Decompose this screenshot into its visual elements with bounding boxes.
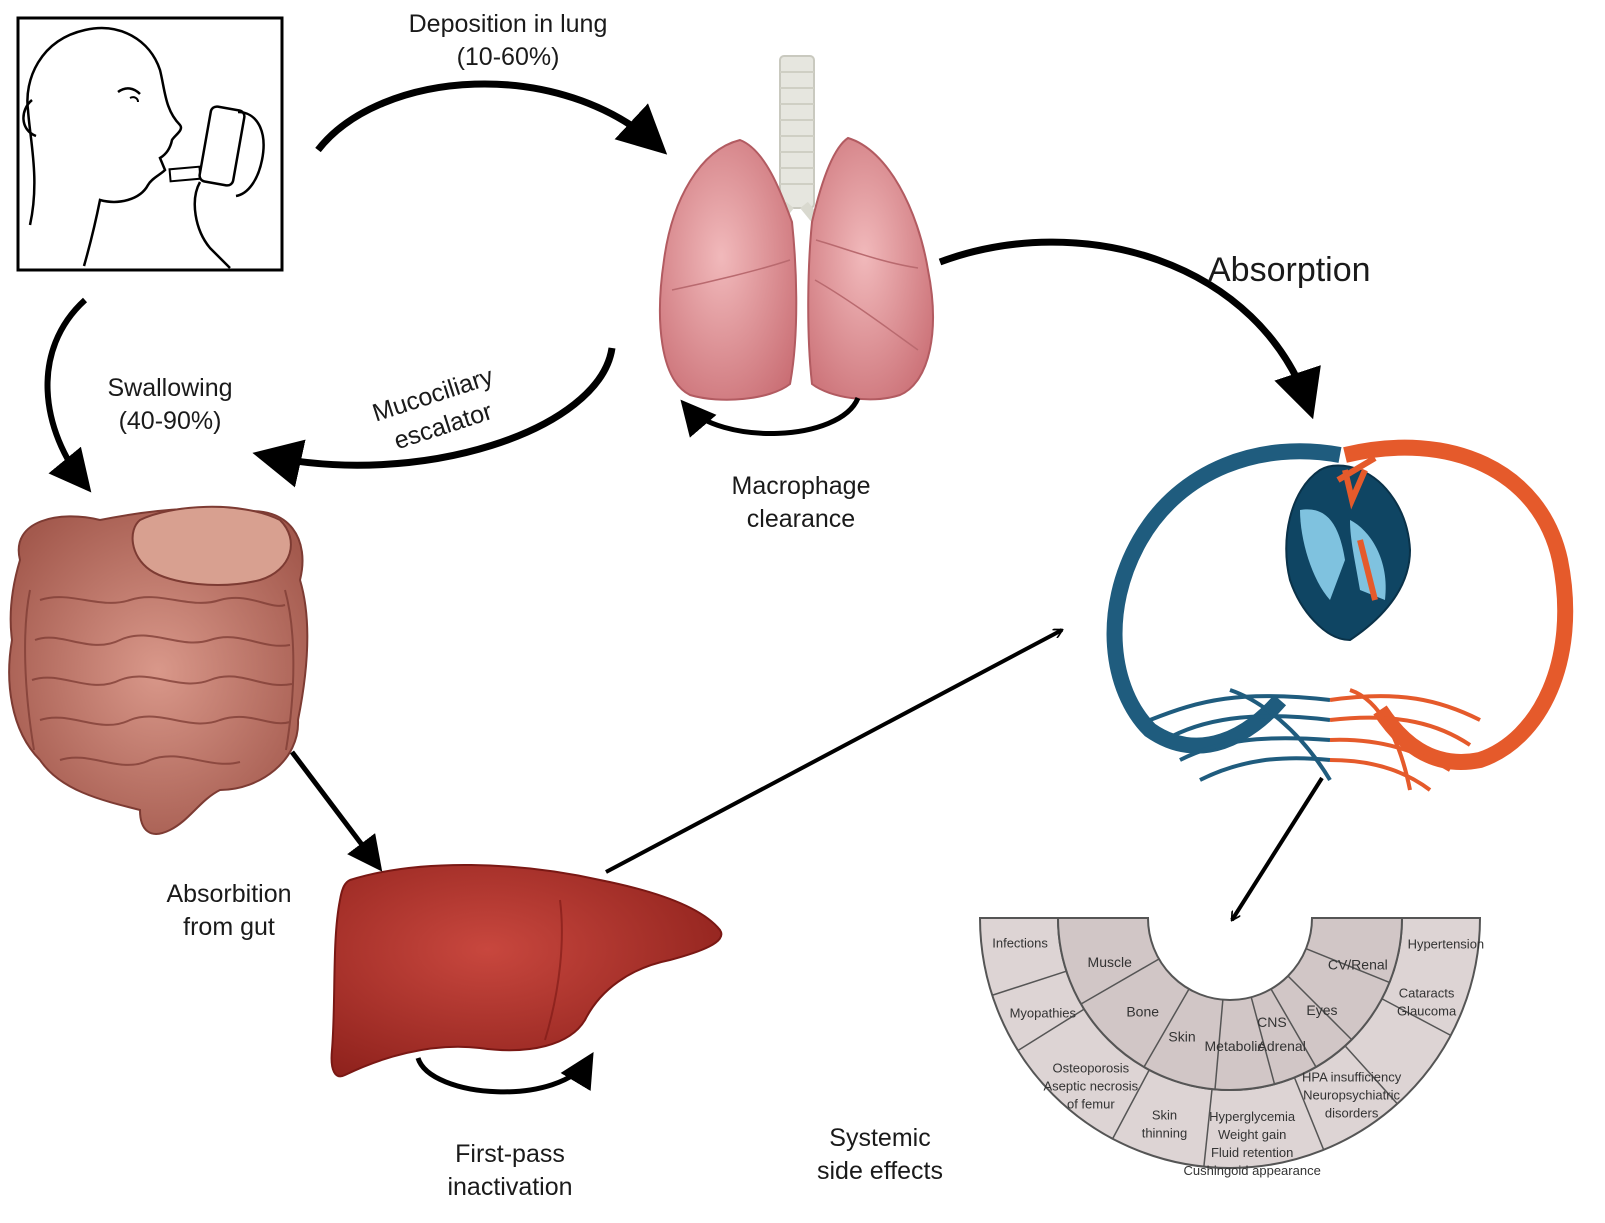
- label-macrophage: Macrophage clearance: [696, 470, 906, 535]
- wheel-outer-label: Glaucoma: [1397, 1003, 1457, 1018]
- wheel-outer-label: Hypertension: [1408, 936, 1485, 951]
- wheel-inner-label: Muscle: [1088, 954, 1133, 970]
- label-absorption-text: Absorption: [1208, 248, 1371, 292]
- circulation-illustration: [1115, 448, 1566, 790]
- wheel-inner-label: Eyes: [1306, 1002, 1337, 1018]
- gut-illustration: [9, 507, 307, 834]
- side-effects-wheel: MuscleBoneSkinMetabolicCNSAdrenalEyesCV/…: [980, 918, 1484, 1178]
- label-swallowing: Swallowing (40-90%): [80, 372, 260, 437]
- wheel-outer-label: Cataracts: [1399, 985, 1455, 1000]
- label-systemic-line2: side effects: [790, 1155, 970, 1188]
- arrow-deposition: [318, 84, 660, 150]
- label-swallowing-line1: Swallowing: [80, 372, 260, 405]
- wheel-outer-label: Neuropsychiatric: [1303, 1088, 1400, 1103]
- arrow-liver-to-circulation: [606, 630, 1062, 872]
- wheel-outer-label: Osteoporosis: [1053, 1061, 1130, 1076]
- inhaler-illustration: [18, 18, 282, 270]
- arrow-macrophage: [685, 398, 858, 434]
- wheel-outer-label: Weight gain: [1218, 1127, 1286, 1142]
- label-absorption: Absorption: [1208, 248, 1371, 292]
- label-macrophage-line1: Macrophage: [696, 470, 906, 503]
- wheel-outer-label: Infections: [992, 936, 1048, 951]
- wheel-outer-label: Aseptic necrosis: [1043, 1079, 1138, 1094]
- wheel-outer-label: Fluid retention: [1211, 1145, 1293, 1160]
- wheel-inner-label: CV/Renal: [1328, 957, 1388, 973]
- label-absorbition-line1: Absorbition: [134, 878, 324, 911]
- wheel-outer-label: Hyperglycemia: [1209, 1109, 1296, 1124]
- label-macrophage-line2: clearance: [696, 503, 906, 536]
- wheel-inner-label: Metabolic: [1205, 1038, 1265, 1054]
- label-swallowing-line2: (40-90%): [80, 405, 260, 438]
- label-first-pass: First-pass inactivation: [400, 1138, 620, 1203]
- wheel-outer-label: of femur: [1067, 1097, 1115, 1112]
- label-deposition: Deposition in lung (10-60%): [358, 8, 658, 73]
- label-first-pass-line2: inactivation: [400, 1171, 620, 1204]
- wheel-inner-label: Adrenal: [1258, 1038, 1306, 1054]
- wheel-inner-label: CNS: [1257, 1014, 1287, 1030]
- label-deposition-line1: Deposition in lung: [358, 8, 658, 41]
- arrow-gut-to-liver: [292, 752, 378, 866]
- arrow-circulation-to-effects: [1232, 778, 1322, 920]
- label-systemic: Systemic side effects: [790, 1122, 970, 1187]
- wheel-inner-label: Bone: [1126, 1004, 1159, 1020]
- wheel-outer-label: Cushingoid appearance: [1183, 1163, 1320, 1178]
- wheel-outer-label: thinning: [1142, 1126, 1188, 1141]
- arrow-first-pass: [418, 1058, 590, 1092]
- wheel-outer-label: Skin: [1152, 1108, 1177, 1123]
- liver-illustration: [332, 865, 722, 1076]
- wheel-outer-label: HPA insufficiency: [1302, 1070, 1402, 1085]
- label-absorbition-line2: from gut: [134, 911, 324, 944]
- wheel-outer-label: disorders: [1325, 1106, 1379, 1121]
- wheel-inner-label: Skin: [1168, 1029, 1195, 1045]
- label-first-pass-line1: First-pass: [400, 1138, 620, 1171]
- label-deposition-line2: (10-60%): [358, 41, 658, 74]
- label-systemic-line1: Systemic: [790, 1122, 970, 1155]
- lungs-illustration: [660, 56, 933, 400]
- wheel-outer-label: Myopathies: [1010, 1006, 1077, 1021]
- label-absorbition-gut: Absorbition from gut: [134, 878, 324, 943]
